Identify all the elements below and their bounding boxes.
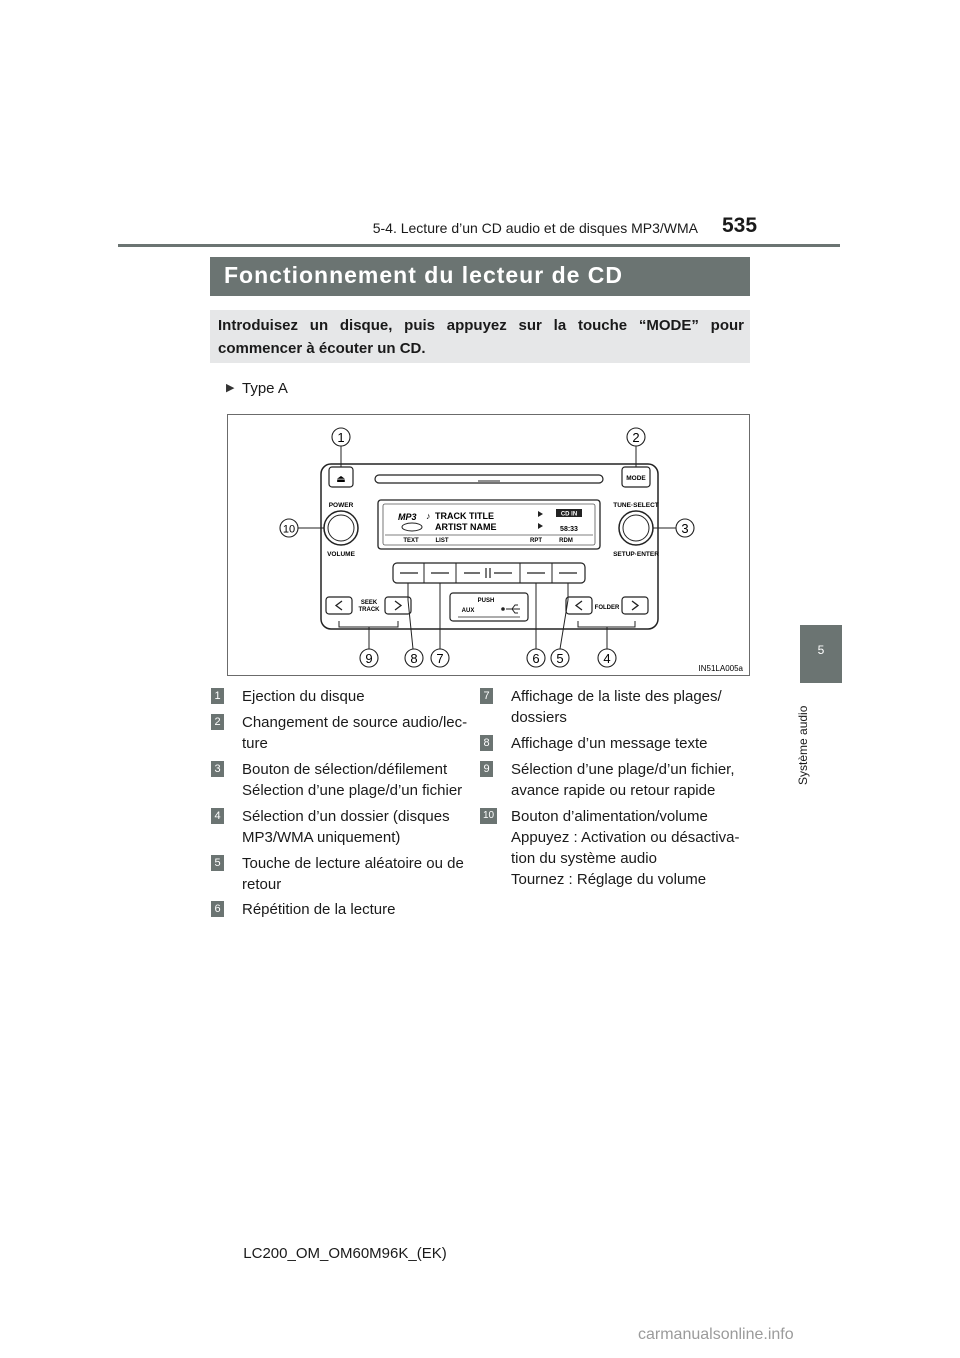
legend-badge-4: 4: [211, 808, 224, 824]
callout-leader-lines: [298, 446, 676, 650]
chevron-left-icon: [574, 600, 583, 611]
legend-text: Appuyez : Activation ou désactiva-: [511, 829, 740, 846]
display-artist-name: ARTIST NAME: [435, 522, 497, 532]
disc-icon: [401, 522, 423, 532]
display-rdm-label: RDM: [559, 538, 573, 544]
section-title-bar: [210, 257, 750, 296]
callout-3: 3: [681, 521, 688, 536]
display-track-title: TRACK TITLE: [435, 511, 494, 521]
legend-badge-10: 10: [480, 808, 497, 824]
chevron-left-icon: [334, 600, 343, 611]
push-label: PUSH: [478, 598, 495, 604]
legend-text: Bouton d’alimentation/volume: [511, 808, 708, 825]
audio-unit-diagram: ⏏ MODE POWER VOLUME TUNE·SELECT SETUP·EN…: [227, 414, 750, 676]
footer-manual-code: LC200_OM_OM60M96K_(EK): [243, 1245, 447, 1262]
legend-badge-5: 5: [211, 855, 224, 871]
callout-6: 6: [532, 651, 539, 666]
legend-badge-6: 6: [211, 901, 224, 917]
cd-in-indicator: [556, 509, 582, 517]
legend-text: Sélection d’un dossier (disques: [242, 808, 450, 825]
usb-icon: [506, 604, 520, 614]
legend-text: Sélection d’une plage/d’un fichier: [242, 782, 463, 799]
seek-label: SEEK: [361, 600, 378, 606]
legend-text: Changement de source audio/lec-: [242, 714, 468, 731]
seek-forward-button: [384, 596, 412, 615]
chevron-right-icon: [631, 600, 640, 611]
music-note-icon: ♪: [426, 511, 431, 521]
page-number: 535: [722, 214, 758, 237]
setup-enter-label: SETUP·ENTER: [613, 551, 659, 558]
side-chapter-label-text: Système audio: [796, 705, 810, 785]
mode-label: MODE: [626, 475, 646, 482]
track-label: TRACK: [359, 607, 381, 613]
audio-unit-illustration: ⏏ MODE POWER VOLUME TUNE·SELECT SETUP·EN…: [279, 427, 744, 673]
side-chapter-number: 5: [817, 643, 825, 657]
side-chapter-label: Système audio: [792, 690, 814, 790]
volume-label: VOLUME: [327, 551, 355, 558]
legend-text: Affichage de la liste des plages/: [511, 688, 722, 705]
intro-text: Introduisez un disque, puis appuyez sur …: [218, 317, 744, 357]
legend-text: Tournez : Réglage du volume: [511, 871, 707, 888]
legend-text: avance rapide ou retour rapide: [511, 782, 716, 799]
callout-5: 5: [556, 651, 563, 666]
legend-badge-8: 8: [480, 735, 493, 751]
legend-text: Sélection d’une plage/d’un fichier,: [511, 761, 735, 778]
chevron-right-icon: [394, 600, 403, 611]
display-rpt-label: RPT: [530, 538, 542, 544]
header-rule: [118, 244, 840, 247]
legend-text: Répétition de la lecture: [242, 901, 396, 918]
aux-jack-icon: [501, 607, 505, 611]
watermark: carmanualsonline.info: [638, 1326, 794, 1343]
folder-back-button: [565, 596, 593, 615]
legend-text: retour: [242, 876, 282, 893]
eject-icon: ⏏: [336, 474, 345, 485]
callout-10: 10: [283, 524, 295, 536]
cd-in-label: CD IN: [561, 512, 577, 518]
cd-slot: [374, 474, 604, 484]
legend-text: tion du système audio: [511, 850, 657, 867]
aux-label: AUX: [462, 608, 475, 614]
display-mp3: MP3: [398, 512, 417, 522]
side-chapter-tab: [800, 625, 842, 683]
legend-badge-1: 1: [211, 688, 224, 704]
bullet-triangle-icon: ▶: [226, 382, 235, 394]
callout-2: 2: [632, 430, 639, 445]
legend-text: Ejection du disque: [242, 688, 365, 705]
legend-badge-9: 9: [480, 761, 493, 777]
tune-select-label: TUNE·SELECT: [613, 502, 659, 509]
diagram-code: IN51LA005a: [699, 664, 744, 673]
header-section-title: 5-4. Lecture d’un CD audio et de disques…: [372, 220, 698, 236]
type-label: Type A: [242, 380, 288, 397]
display-list-label: LIST: [436, 538, 449, 544]
seek-back-button: [325, 596, 353, 615]
power-label: POWER: [329, 502, 354, 509]
callout-numbers: 1 2 3 4 5 6 7 8 9 10: [279, 427, 695, 668]
callout-4: 4: [603, 651, 610, 666]
legend-text: dossiers: [511, 709, 567, 726]
aux-usb-panel: [449, 592, 529, 622]
preset-button-row: [392, 562, 586, 584]
intro-box: [210, 310, 750, 363]
display-time: 58:33: [560, 526, 578, 533]
section-title: Fonctionnement du lecteur de CD: [224, 262, 624, 288]
legend-text: ture: [242, 735, 268, 752]
callout-8: 8: [410, 651, 417, 666]
callout-1: 1: [337, 430, 344, 445]
callout-9: 9: [365, 651, 372, 666]
display-text-label: TEXT: [403, 538, 419, 544]
callout-7: 7: [436, 651, 443, 666]
legend-badge-7: 7: [480, 688, 493, 704]
legend-text: Bouton de sélection/défilement: [242, 761, 448, 778]
folder-label: FOLDER: [595, 605, 620, 611]
folder-forward-button: [621, 596, 649, 615]
legend-badge-3: 3: [211, 761, 224, 777]
legend-text: Touche de lecture aléatoire ou de: [242, 855, 464, 872]
legend-text: MP3/WMA uniquement): [242, 829, 401, 846]
legend-badge-2: 2: [211, 714, 224, 730]
legend-text: Affichage d’un message texte: [511, 735, 708, 752]
